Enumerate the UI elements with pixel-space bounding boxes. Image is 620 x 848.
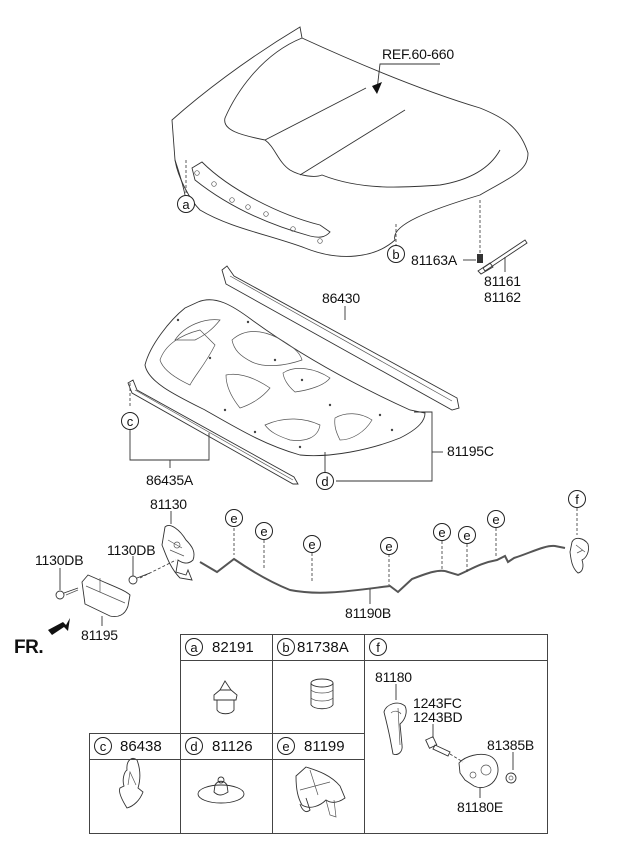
callout-d: d <box>316 472 334 490</box>
callout-b: b <box>387 245 405 263</box>
cable-clip-illustration <box>295 766 346 818</box>
legend-callout-b: b <box>277 638 295 656</box>
legend-callout-f: f <box>369 638 387 656</box>
rear-weatherstrip-drawing <box>221 265 460 411</box>
part-label-1130DB-left: 1130DB <box>35 552 84 568</box>
legend-cell-c: c 86438 <box>89 733 181 834</box>
part-label-81161: 81161 <box>484 273 521 289</box>
callout-c: c <box>121 412 139 430</box>
callout-e-7: e <box>487 510 505 528</box>
legend-part-82191: 82191 <box>212 639 254 656</box>
cable-clip-leaders <box>233 508 578 585</box>
legend-cell-f-header: f <box>365 635 547 661</box>
legend-part-81385B: 81385B <box>487 737 535 753</box>
legend-callout-c: c <box>94 737 112 755</box>
latch-cover-drawing <box>81 574 131 626</box>
callout-e-2: e <box>255 522 273 540</box>
legend-cell-c-header: c 86438 <box>90 734 180 760</box>
front-weatherstrip-drawing <box>127 379 299 485</box>
legend-cell-d: d 81126 <box>180 733 273 834</box>
callout-e-4: e <box>380 537 398 555</box>
legend-callout-a: a <box>185 638 203 656</box>
callout-e-3: e <box>303 535 321 553</box>
legend-cell-b: b 81738A <box>272 634 365 734</box>
reference-label: REF.60-660 <box>382 46 454 62</box>
front-arrow-icon <box>48 618 70 635</box>
legend-part-81126: 81126 <box>212 738 253 755</box>
legend-callout-e: e <box>277 737 295 755</box>
legend-cell-d-header: d 81126 <box>181 734 272 760</box>
part-label-81190B: 81190B <box>345 605 392 621</box>
legend-cell-a-header: a 82191 <box>181 635 272 661</box>
overslam-bumper-illustration <box>310 678 334 710</box>
callout-e-6: e <box>458 526 476 544</box>
part-label-81162: 81162 <box>484 289 521 305</box>
bolt-left-drawing <box>55 568 79 600</box>
hood-panel-drawing <box>171 26 529 257</box>
legend-callout-d: d <box>185 737 203 755</box>
legend-cell-f: f <box>364 634 548 834</box>
legend-part-81180E: 81180E <box>457 799 504 815</box>
legend-cell-e-header: e 81199 <box>273 734 364 760</box>
legend-cell-b-header: b 81738A <box>273 635 364 661</box>
callout-e-5: e <box>433 523 451 541</box>
hood-insulator-drawing <box>144 299 443 482</box>
legend-cell-e: e 81199 <box>272 733 365 834</box>
bolt-right-drawing <box>128 556 151 585</box>
legend-cell-a: a 82191 <box>180 634 273 734</box>
legend-part-81199: 81199 <box>304 738 345 755</box>
part-label-1130DB-right: 1130DB <box>107 542 156 558</box>
legend-part-81180: 81180 <box>375 669 412 685</box>
legend-part-86438: 86438 <box>120 738 162 755</box>
insulator-clip-illustration <box>197 776 245 804</box>
legend-part-1243BD: 1243BD <box>413 709 463 725</box>
release-cable-drawing <box>199 537 589 604</box>
front-direction-label: FR. <box>14 637 44 658</box>
part-label-81195C: 81195C <box>447 443 494 459</box>
part-label-86430: 86430 <box>322 290 360 306</box>
legend-part-1243FC: 1243FC <box>413 695 462 711</box>
callout-e-1: e <box>225 509 243 527</box>
release-handle-illustration <box>383 684 517 798</box>
part-label-81163A: 81163A <box>411 252 458 268</box>
callout-f: f <box>568 490 586 508</box>
part-label-86435A: 86435A <box>146 472 194 488</box>
callout-a: a <box>177 195 195 213</box>
part-label-81195: 81195 <box>81 627 118 643</box>
hood-lift-strut-drawing <box>477 239 528 275</box>
legend-part-81738A: 81738A <box>297 639 349 656</box>
part-label-81130: 81130 <box>150 496 187 512</box>
hood-bumper-illustration <box>213 680 238 715</box>
